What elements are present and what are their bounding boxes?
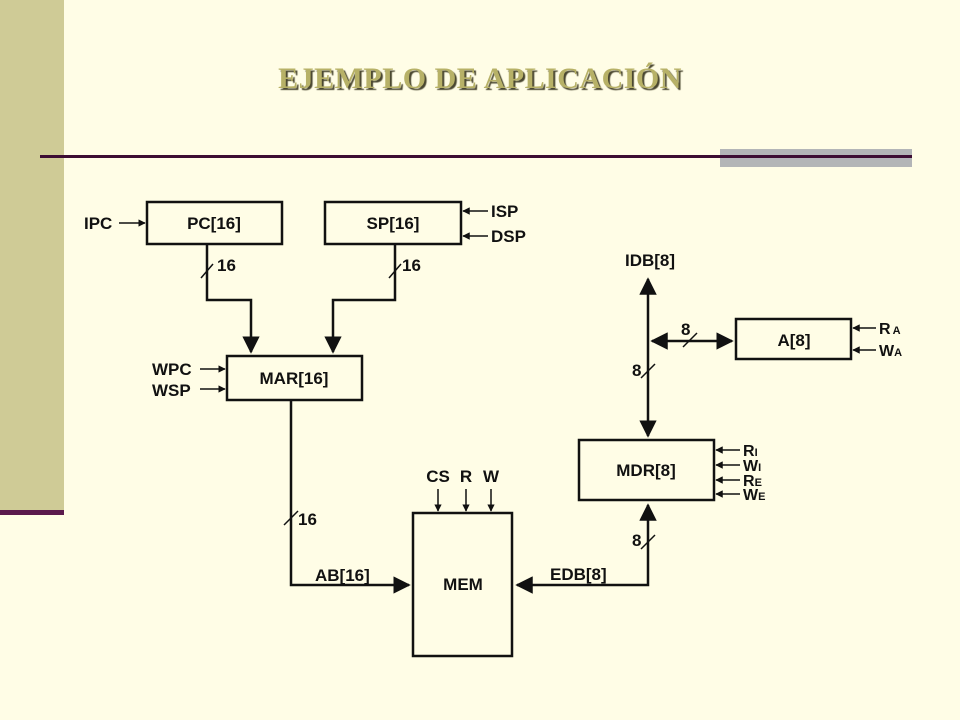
- wsp-label: WSP: [152, 381, 191, 400]
- pc-bus-width-label: 16: [217, 256, 236, 275]
- sidebar-accent: [0, 0, 64, 510]
- edb-bus-label: EDB[8]: [550, 565, 607, 584]
- mem-label: MEM: [443, 575, 483, 594]
- pc-label: PC[16]: [187, 214, 241, 233]
- a-bus-slash: [682, 332, 698, 348]
- sp-bus-arrow: [324, 244, 397, 354]
- edb-bus-slash: [640, 534, 656, 550]
- idb-bus-label: IDB[8]: [625, 251, 675, 270]
- sp-bus-slash: [388, 263, 402, 279]
- sp-label: SP[16]: [367, 214, 420, 233]
- wpc-label: WPC: [152, 360, 192, 379]
- mdr-label: MDR[8]: [616, 461, 676, 480]
- sp-register: [323, 200, 463, 246]
- a-register: [734, 317, 853, 361]
- we-label: WE: [743, 487, 765, 504]
- re-label: RE: [743, 473, 762, 490]
- address-bus-arrow: [289, 400, 411, 594]
- mdr-register: [577, 438, 716, 502]
- sp-bus-width-label: 16: [402, 256, 421, 275]
- pc-bus-slash: [200, 263, 214, 279]
- ab-bus-label: AB[16]: [315, 566, 370, 585]
- pc-register: [145, 200, 284, 246]
- ri-label: RI: [743, 443, 758, 460]
- mar-register: [225, 354, 364, 402]
- mar-label: MAR[16]: [260, 369, 329, 388]
- sidebar-accent-line: [0, 510, 64, 515]
- idb-bus-slash: [640, 363, 656, 379]
- title-rule-overlap: [720, 155, 912, 158]
- isp-label: ISP: [491, 202, 518, 221]
- dsp-label: DSP: [491, 227, 526, 246]
- ab-bus-slash: [283, 510, 299, 526]
- ipc-label: IPC: [84, 214, 112, 233]
- r-label: R: [460, 467, 472, 486]
- slide-title: EJEMPLO DE APLICACIÓN: [278, 62, 682, 95]
- a-bus-width-label: 8: [681, 320, 690, 339]
- w-label: W: [483, 467, 500, 486]
- memory-block: [411, 511, 514, 658]
- title-rule: [40, 155, 912, 158]
- title-rule-gray: [720, 149, 912, 167]
- cs-label: CS: [426, 467, 450, 486]
- ab-bus-width-label: 16: [298, 510, 317, 529]
- idb-bus-width-label: 8: [632, 361, 641, 380]
- a-label: A[8]: [777, 331, 810, 350]
- external-data-bus-arrow: [515, 503, 657, 594]
- edb-bus-width-label: 8: [632, 531, 641, 550]
- wi-label: WI: [743, 458, 761, 475]
- wa-label: WA: [879, 343, 902, 360]
